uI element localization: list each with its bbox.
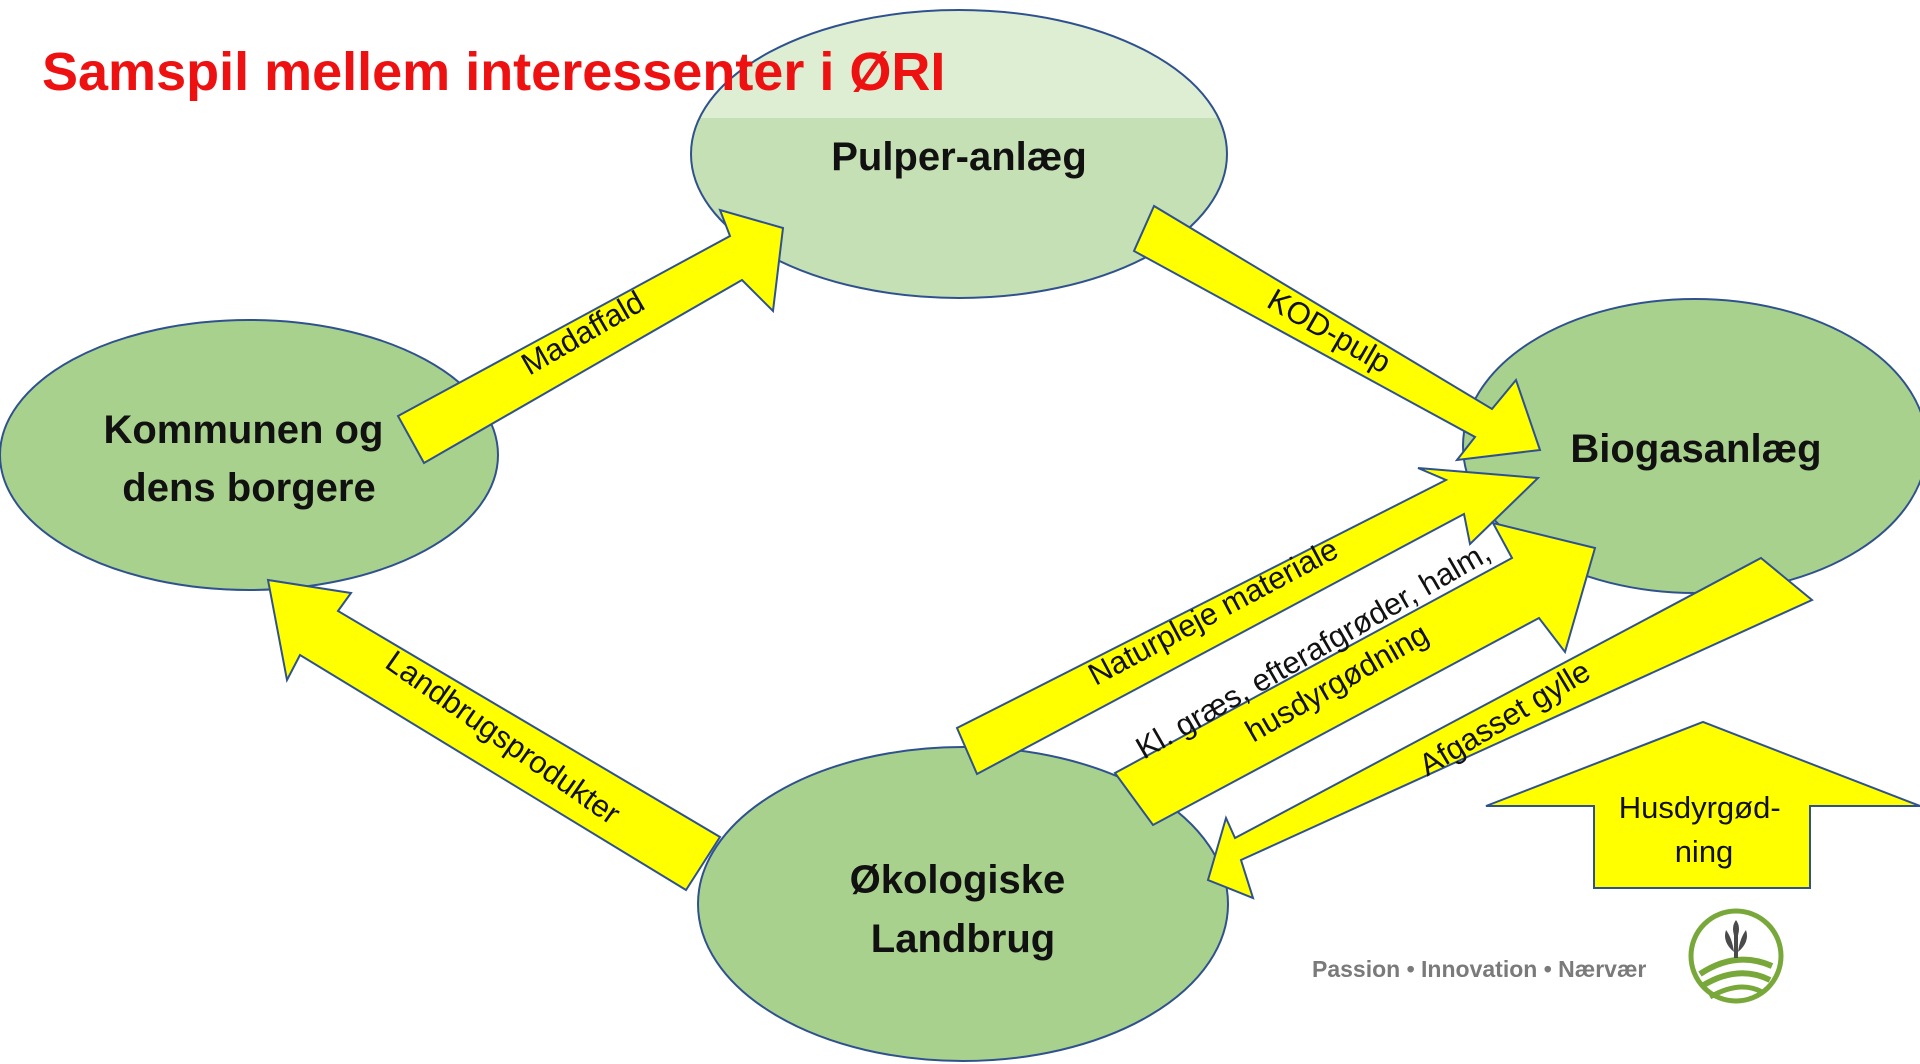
flow-landbrugsprodukter-label: Landbrugsprodukter [379,643,626,831]
node-pulper-label: Pulper-anlæg [831,135,1087,179]
arrow-kod-pulp: KOD-pulp [1132,204,1542,462]
tagline: Passion • Innovation • Nærvær [1312,956,1646,982]
node-kommunen-label: Kommunen og dens borgere [103,408,394,510]
arrow-husdyrgodning: Husdyrgød- ning [1485,720,1920,889]
node-landbrug: Økologiske Landbrug [697,746,1229,1062]
flow-husdyrgodning-label: Husdyrgød- ning [1619,790,1790,869]
flow-husdyrgodning-line: ning [1675,834,1734,869]
wheat-fields-logo-icon [1688,908,1784,1004]
arrow-landbrugsprodukter: Landbrugsprodukter [266,578,722,892]
node-kommunen-line: Kommunen og [103,408,383,452]
node-pulper-line: Pulper-anlæg [831,135,1087,179]
flow-landbrugsprodukter-line: Landbrugsprodukter [379,643,626,831]
node-kommunen: Kommunen og dens borgere [0,319,499,591]
node-landbrug-line: Landbrug [871,917,1055,961]
node-biogas-line: Biogasanlæg [1570,427,1821,471]
flow-afgasset-label: Afgasset gylle [1413,653,1596,782]
flow-afgasset-line: Afgasset gylle [1413,653,1596,782]
node-landbrug-line: Økologiske [850,858,1066,902]
node-pulper: Pulper-anlæg [690,9,1228,299]
node-biogas-label: Biogasanlæg [1570,427,1821,471]
arrow-madaffald: Madaffald [396,208,785,465]
node-kommunen-line: dens borgere [122,466,375,510]
flow-husdyrgodning-line: Husdyrgød- [1619,790,1781,825]
node-biogas: Biogasanlæg [1462,298,1920,594]
page-title: Samspil mellem interessenter i ØRI [42,42,945,102]
node-landbrug-label: Økologiske Landbrug [850,858,1077,961]
